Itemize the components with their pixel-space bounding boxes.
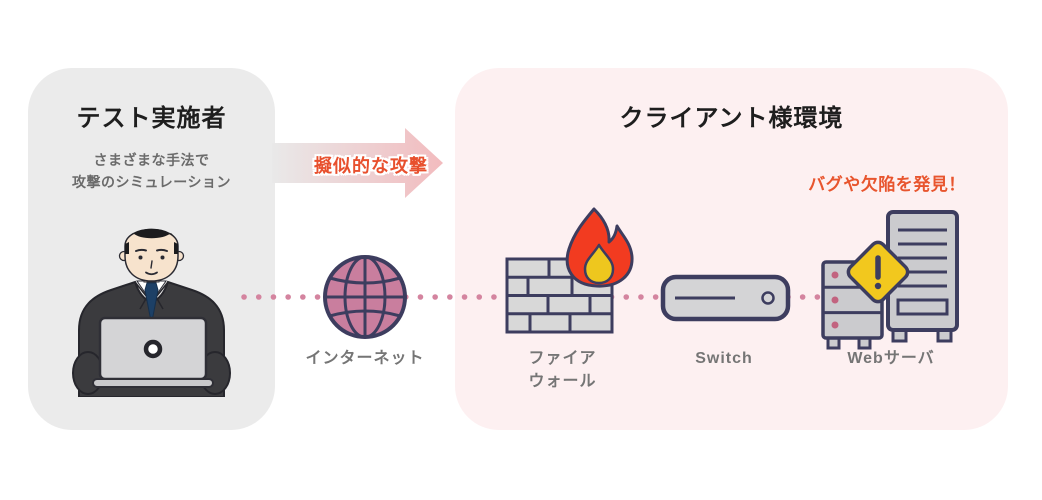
tie xyxy=(144,282,159,325)
subtitle-line-1: さまざまな手法で xyxy=(93,152,210,168)
laptop-logo xyxy=(143,339,163,359)
switch-label: Switch xyxy=(695,350,753,367)
firewall-icon xyxy=(505,207,634,334)
person-illustration xyxy=(72,228,231,397)
tester-panel-title: テスト実施者 xyxy=(76,105,227,132)
internet-label: インターネット xyxy=(305,350,425,367)
web-server-label: Webサーバ xyxy=(847,350,935,367)
laptop-base xyxy=(92,378,214,388)
finding-label: バグや欠陥を発見！ xyxy=(808,175,966,194)
client-panel-title: クライアント様環境 xyxy=(619,105,844,132)
firewall-label-line-2: ウォール xyxy=(528,373,597,390)
switch-icon xyxy=(660,274,791,322)
warning-icon xyxy=(846,240,910,304)
hair xyxy=(124,228,179,249)
firewall-label: ファイア ウォール xyxy=(500,347,625,393)
flame-icon xyxy=(565,207,634,288)
attack-arrow-label: 擬似的な攻撃 xyxy=(314,156,428,176)
web-server-icon xyxy=(821,210,959,350)
attack-arrow xyxy=(272,128,443,198)
subtitle-line-2: 攻撃のシミュレーション xyxy=(72,174,231,190)
globe-icon xyxy=(323,255,407,339)
tower-server xyxy=(886,210,959,343)
tester-panel-subtitle: さまざまな手法で 攻撃のシミュレーション xyxy=(28,149,275,193)
firewall-label-line-1: ファイア xyxy=(528,350,597,367)
